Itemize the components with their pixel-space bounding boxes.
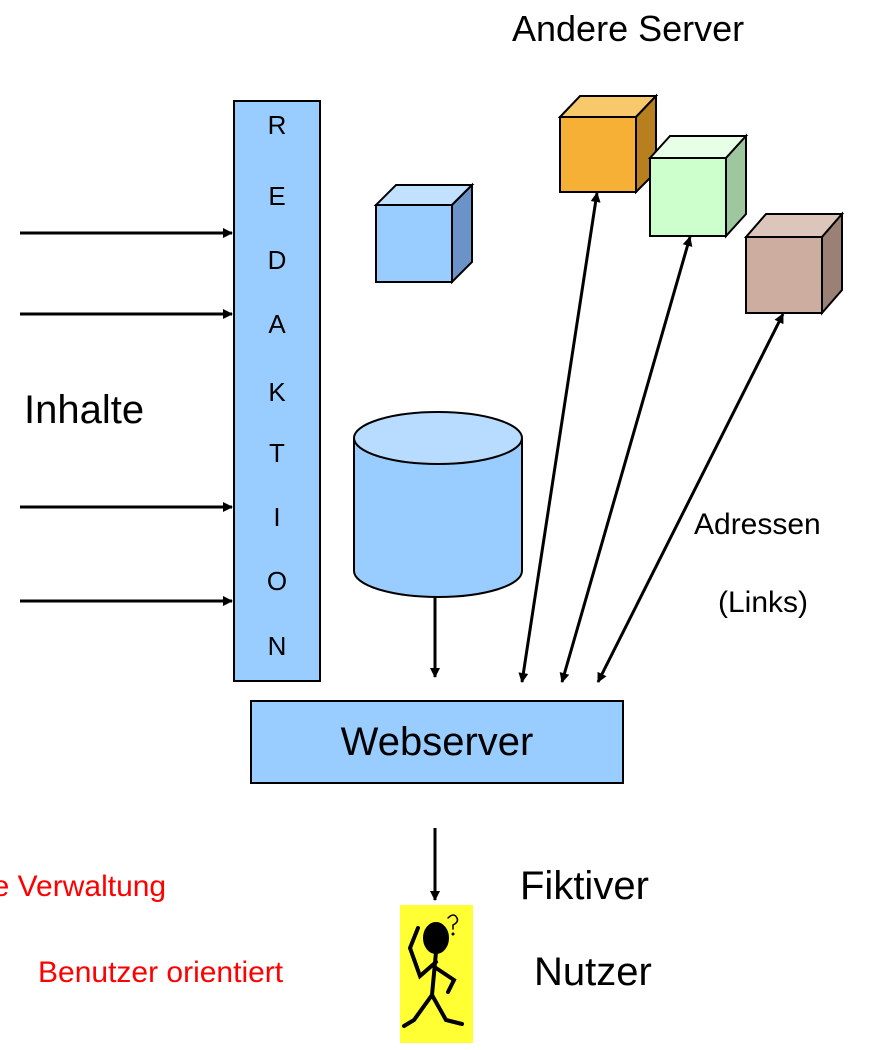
user-label-fictional: Fiktiver <box>520 864 649 908</box>
link-arrows <box>518 192 785 683</box>
redaktion-letter: A <box>268 309 286 339</box>
server-cube-green <box>647 133 749 239</box>
redaktion-letter: I <box>273 502 281 532</box>
input-arrows <box>20 228 233 606</box>
server-cube-orange <box>557 93 659 195</box>
redaktion-letter: T <box>269 438 285 468</box>
database-cylinder <box>353 411 523 598</box>
server-cube-brown <box>743 211 845 316</box>
redaktion-letter: O <box>266 566 288 596</box>
red-note-administration: le Verwaltung <box>0 870 167 903</box>
redaktion-letter: D <box>267 245 287 275</box>
links-label-links: (Links) <box>718 586 809 619</box>
webserver-label: Webserver <box>340 719 534 764</box>
other-servers-title: Andere Server <box>512 8 745 49</box>
red-note-user-oriented: Benutzer orientiert <box>38 956 284 989</box>
redaktion-letter: E <box>268 181 286 211</box>
redaktion-column: R E D A K T I O N <box>233 100 321 682</box>
user-label-user: Nutzer <box>534 950 652 994</box>
webserver-box: Webserver <box>250 700 624 784</box>
local-server-cube <box>373 182 475 285</box>
user-figure <box>400 905 473 1043</box>
links-label-addresses: Adressen <box>694 508 821 541</box>
redaktion-letter: N <box>267 631 287 661</box>
confused-person-icon <box>402 914 464 1028</box>
link-arrow-orange <box>518 192 601 683</box>
link-arrow-brown <box>596 313 785 683</box>
inputs-label: Inhalte <box>24 388 145 432</box>
redaktion-letter: R <box>267 110 287 140</box>
redaktion-letter: K <box>268 377 286 407</box>
